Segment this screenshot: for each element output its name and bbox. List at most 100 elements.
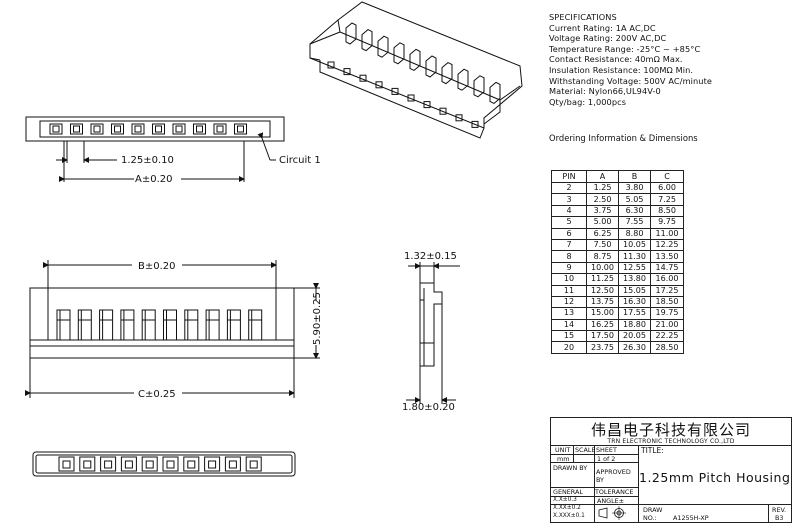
- angle-label: ANGLE±: [597, 497, 625, 505]
- front-finger: [99, 309, 114, 341]
- iso-rib: [441, 62, 453, 85]
- cell-c: 9.75: [650, 216, 684, 229]
- cell-pin: 3: [551, 193, 587, 206]
- cell-a: 10.00: [586, 261, 619, 275]
- cell-b: 3.80: [618, 181, 651, 195]
- cell-c: 19.75: [650, 307, 684, 320]
- scale-label: SCALE: [575, 446, 596, 454]
- cell-c: 21.00: [650, 318, 684, 332]
- bottom-slot: [100, 456, 117, 472]
- circuit-one-label: Circuit 1: [279, 155, 321, 166]
- cell-c: 12.25: [650, 238, 684, 252]
- bottom-slot: [245, 456, 262, 472]
- top-slot: [172, 123, 186, 135]
- cell-pin: 10: [551, 273, 587, 286]
- bottom-view: [32, 451, 296, 477]
- cell-b: 7.55: [618, 216, 651, 229]
- top-slot: [49, 123, 63, 135]
- height-dimension-label: 5.90±0.25: [312, 292, 323, 345]
- iso-slot: [407, 94, 415, 102]
- iso-rib: [457, 68, 469, 91]
- cell-b: 12.55: [618, 261, 651, 275]
- bottom-slot-contact: [166, 460, 175, 469]
- top-slot-contact: [134, 125, 142, 133]
- cell-pin: 9: [551, 261, 587, 275]
- approved-by-label: APPROVED BY: [596, 468, 631, 484]
- sheet-label: SHEET: [596, 446, 617, 454]
- table-header-row: PIN A B C: [551, 170, 684, 183]
- cell-b: 15.05: [618, 284, 651, 297]
- cell-c: 28.50: [650, 341, 684, 354]
- bottom-slot: [162, 456, 179, 472]
- cell-a: 16.25: [586, 318, 619, 332]
- top-slot-contact: [114, 125, 121, 133]
- cell-a: 17.50: [586, 330, 619, 343]
- cell-pin: 7: [551, 238, 587, 252]
- cell-c: 18.50: [650, 295, 684, 309]
- drawing-title: 1.25mm Pitch Housing: [639, 470, 791, 485]
- cell-b: 11.30: [618, 250, 651, 263]
- cell-b: 26.30: [618, 341, 651, 354]
- cell-pin: 15: [551, 330, 587, 343]
- top-slot-contact: [237, 125, 244, 133]
- cell-b: 5.05: [618, 193, 651, 206]
- bottom-slot-contact: [104, 460, 113, 469]
- side-depth-label: 1.80±0.20: [402, 402, 455, 413]
- cell-b: 8.80: [618, 227, 651, 240]
- top-view: [25, 116, 285, 182]
- column-header-c: C: [650, 170, 684, 183]
- iso-rib: [425, 55, 437, 78]
- top-slot-contact: [52, 125, 60, 133]
- cell-a: 8.75: [586, 250, 619, 263]
- iso-slot: [391, 87, 399, 95]
- top-slot: [193, 123, 206, 135]
- iso-rib: [473, 75, 485, 98]
- iso-rib: [361, 29, 373, 52]
- specifications-block: SPECIFICATIONS Current Rating: 1A AC,DC …: [549, 12, 712, 107]
- top-slot: [111, 123, 124, 135]
- bottom-slot: [204, 456, 221, 472]
- c-dimension-label: C±0.25: [138, 389, 176, 400]
- column-header-a: A: [586, 170, 619, 183]
- side-width-label: 1.32±0.15: [404, 251, 457, 262]
- bottom-slot: [120, 456, 137, 472]
- top-slot-contact: [196, 125, 203, 133]
- isometric-view: [309, 1, 523, 139]
- cell-a: 15.00: [586, 307, 619, 320]
- iso-rib: [393, 42, 405, 65]
- cell-c: 17.25: [650, 284, 684, 297]
- cell-pin: 2: [551, 181, 587, 195]
- spec-line: Temperature Range: -25°C ~ +85°C: [549, 43, 701, 54]
- bottom-slot: [183, 456, 200, 472]
- front-finger: [248, 309, 263, 341]
- iso-rib: [377, 35, 389, 58]
- bottom-slot: [141, 456, 158, 472]
- cell-c: 13.50: [650, 250, 684, 263]
- top-slot-contact: [155, 125, 162, 133]
- cell-pin: 20: [551, 341, 587, 354]
- projection-symbol-icon: [598, 506, 626, 520]
- cell-c: 6.00: [650, 181, 684, 195]
- cell-a: 5.00: [586, 216, 619, 229]
- spec-line: Withstanding Voltage: 500V AC/minute: [549, 75, 713, 86]
- cell-a: 6.25: [586, 227, 619, 240]
- cell-a: 23.75: [586, 341, 619, 354]
- drawing-number-label: NO.:: [643, 514, 657, 522]
- top-slot: [70, 123, 83, 135]
- cell-pin: 4: [551, 204, 587, 218]
- pitch-dimension-label: 1.25±0.10: [121, 155, 174, 166]
- bottom-slot-contact: [83, 460, 92, 469]
- general-label: GENERAL: [553, 488, 583, 496]
- cell-a: 2.50: [586, 193, 619, 206]
